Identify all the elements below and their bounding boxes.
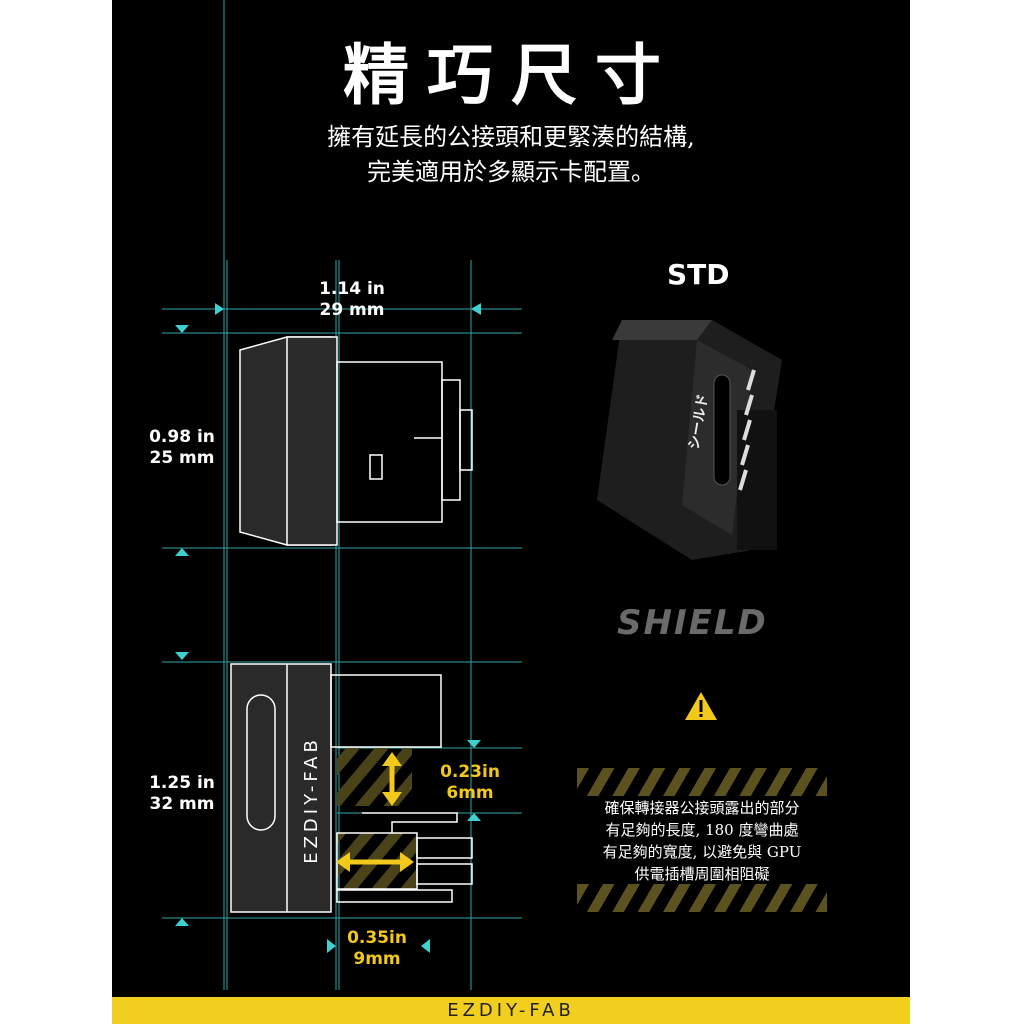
side-height-in: 0.98 in [149,427,215,447]
side-height-mm: 25 mm [149,448,215,468]
warning-line: 有足夠的長度, 180 度彎曲處 [605,821,799,839]
width-mm: 29 mm [319,300,385,320]
warning-line: 確保轉接器公接頭露出的部分 [604,799,800,817]
front-view [230,663,473,913]
technical-drawing: EZDIY-FAB [162,0,522,990]
width-in: 1.14 in [319,279,385,299]
warning-triangle-icon [685,692,717,720]
horizontal-clearance-mm: 9mm [353,949,401,969]
side-height-label: 0.98 in 25 mm [142,427,222,469]
horizontal-clearance-in: 0.35in [347,928,407,948]
front-height-label: 1.25 in 32 mm [142,773,222,815]
side-view [239,336,473,546]
vertical-clearance-label: 0.23in 6mm [430,762,510,804]
product-image: シールド [597,320,782,560]
warning-line: 供電插槽周圍相阻礙 [634,865,770,883]
horizontal-clearance-label: 0.35in 9mm [337,928,417,970]
vertical-clearance-mm: 6mm [446,783,494,803]
subtitle-line-1: 擁有延長的公接頭和更緊湊的結構, [327,123,695,151]
front-height-in: 1.25 in [149,773,215,793]
infographic-panel: 精巧尺寸 擁有延長的公接頭和更緊湊的結構, 完美適用於多顯示卡配置。 [112,0,910,1024]
hazard-stripes-bottom [577,884,827,912]
drawing-brand-text: EZDIY-FAB [301,736,322,864]
hazard-stripes-top [577,768,827,796]
warning-text: 確保轉接器公接頭露出的部分 有足夠的長度, 180 度彎曲處 有足夠的寬度, 以… [572,797,832,885]
variant-label: STD [667,258,730,291]
front-height-mm: 32 mm [149,794,215,814]
page-title: 精巧尺寸 [343,36,679,114]
footer-brand: EZDIY-FAB [112,997,910,1024]
product-name: SHIELD [617,603,768,643]
warning-line: 有足夠的寬度, 以避免與 GPU [602,843,802,861]
subtitle-line-2: 完美適用於多顯示卡配置。 [367,158,655,186]
width-dimension-label: 1.14 in 29 mm [297,279,407,321]
guide-lines [162,0,522,990]
vertical-clearance-in: 0.23in [440,762,500,782]
clearance-arrows [336,752,414,872]
dimension-arrows [175,303,481,953]
